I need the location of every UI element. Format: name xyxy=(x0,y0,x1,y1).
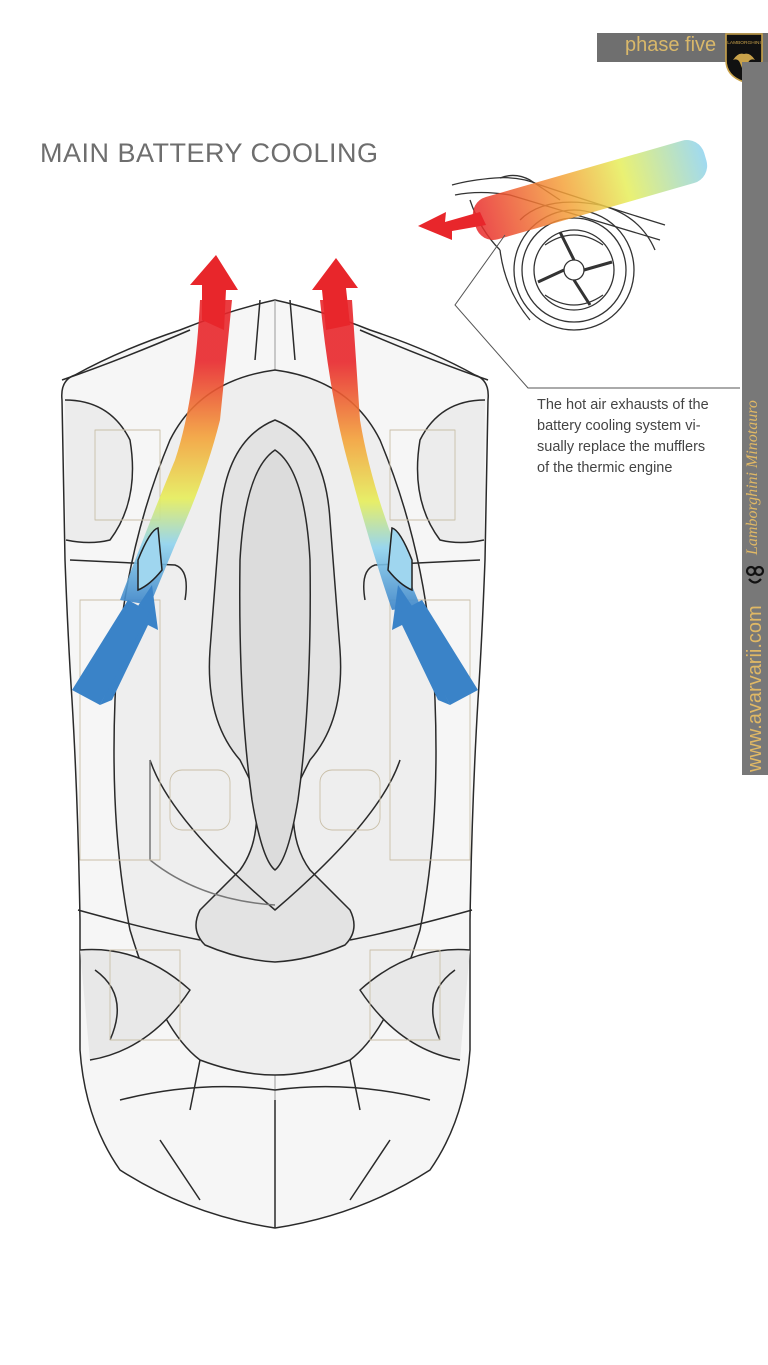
left-intake-vent xyxy=(137,527,163,592)
inset-leader-line xyxy=(454,234,740,389)
caption-line: sually replace the mufflers xyxy=(537,439,706,455)
avarvarii-monogram-icon xyxy=(745,565,765,584)
hot-air-stream-inset xyxy=(472,140,708,240)
phase-label: phase five xyxy=(625,34,717,56)
right-airflow xyxy=(320,300,420,610)
page-title: MAIN BATTERY COOLING xyxy=(40,138,379,168)
right-intake-vent xyxy=(387,527,413,592)
caption-line: of the thermic engine xyxy=(537,460,673,476)
caption-line: battery cooling system vi- xyxy=(537,418,701,434)
car-top-view xyxy=(61,299,489,1229)
side-bar xyxy=(742,62,768,775)
left-cold-air-body xyxy=(72,600,150,705)
right-cold-air-body xyxy=(400,600,478,705)
caption-line: The hot air exhausts of the xyxy=(537,397,709,413)
exhaust-caption: The hot air exhausts of the battery cool… xyxy=(537,395,722,479)
logo-text: LAMBORGHINI xyxy=(727,40,761,46)
right-hot-air-arrow xyxy=(312,258,358,330)
left-airflow xyxy=(120,300,232,605)
hot-air-arrow-inset xyxy=(418,212,486,240)
left-hot-air-arrow xyxy=(190,255,238,330)
